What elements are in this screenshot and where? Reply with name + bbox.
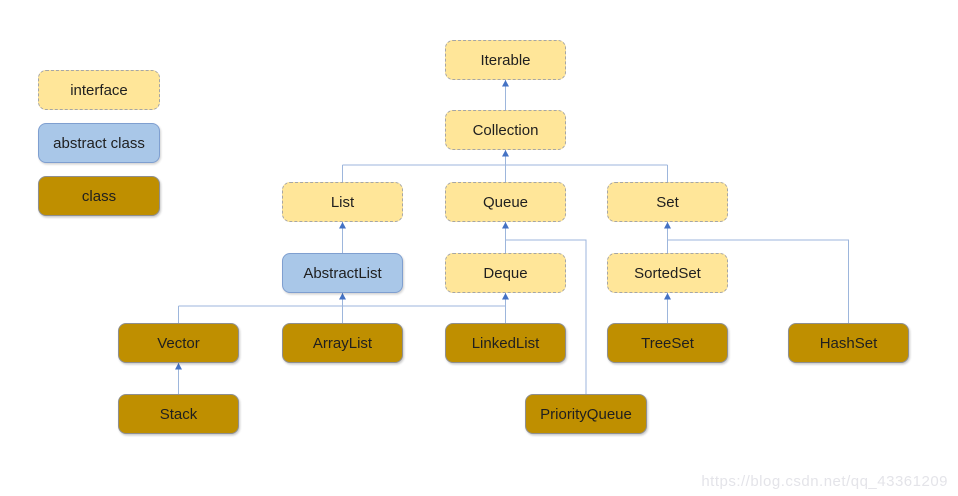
node-set: Set: [607, 182, 728, 222]
node-collection: Collection: [445, 110, 566, 150]
legend-item-interface: interface: [38, 70, 160, 110]
node-vector: Vector: [118, 323, 239, 363]
node-label: Queue: [482, 193, 529, 211]
node-label: AbstractList: [303, 264, 382, 282]
edge-bus-abstractlist-arrowhead: [339, 293, 346, 300]
watermark-text: https://blog.csdn.net/qq_43361209: [701, 473, 948, 490]
node-hashset: HashSet: [788, 323, 909, 363]
node-label: ArrayList: [312, 334, 373, 352]
edge-sortedset-to-set-arrowhead: [664, 222, 671, 229]
node-queue: Queue: [445, 182, 566, 222]
node-arraylist: ArrayList: [282, 323, 403, 363]
node-label: LinkedList: [471, 334, 540, 352]
node-label: class: [81, 187, 117, 205]
node-label: SortedSet: [634, 264, 701, 282]
legend-item-abstract-class: abstract class: [38, 123, 160, 163]
node-label: Stack: [159, 405, 198, 423]
node-list: List: [282, 182, 403, 222]
node-treeset: TreeSet: [607, 323, 728, 363]
node-abstractlist: AbstractList: [282, 253, 403, 293]
node-label: PriorityQueue: [540, 405, 632, 423]
edge-linkedlist-to-deque-arrowhead: [502, 293, 509, 300]
edge-bus-collection-arrowhead: [502, 150, 509, 157]
node-deque: Deque: [445, 253, 566, 293]
edge-collection-to-iterable-arrowhead: [502, 80, 509, 87]
node-label: abstract class: [53, 134, 145, 152]
legend-item-class: class: [38, 176, 160, 216]
node-label: interface: [70, 81, 128, 99]
node-stack: Stack: [118, 394, 239, 434]
node-iterable: Iterable: [445, 40, 566, 80]
node-priorityqueue: PriorityQueue: [525, 394, 647, 434]
node-label: Collection: [472, 121, 539, 139]
node-label: Deque: [483, 264, 528, 282]
node-label: HashSet: [819, 334, 878, 352]
node-label: Vector: [157, 334, 200, 352]
edge-hashset-to-set: [667, 239, 849, 323]
node-linkedlist: LinkedList: [445, 323, 566, 363]
node-sortedset: SortedSet: [607, 253, 728, 293]
node-label: Iterable: [480, 51, 531, 69]
node-label: TreeSet: [641, 334, 694, 352]
edge-deque-to-queue-arrowhead: [502, 222, 509, 229]
node-label: Set: [656, 193, 679, 211]
node-label: List: [330, 193, 355, 211]
edge-priorityqueue-to-queue: [505, 239, 587, 394]
edge-treeset-to-sortedset-arrowhead: [664, 293, 671, 300]
edge-stack-to-vector-arrowhead: [175, 363, 182, 370]
edge-abstractlist-to-list-arrowhead: [339, 222, 346, 229]
